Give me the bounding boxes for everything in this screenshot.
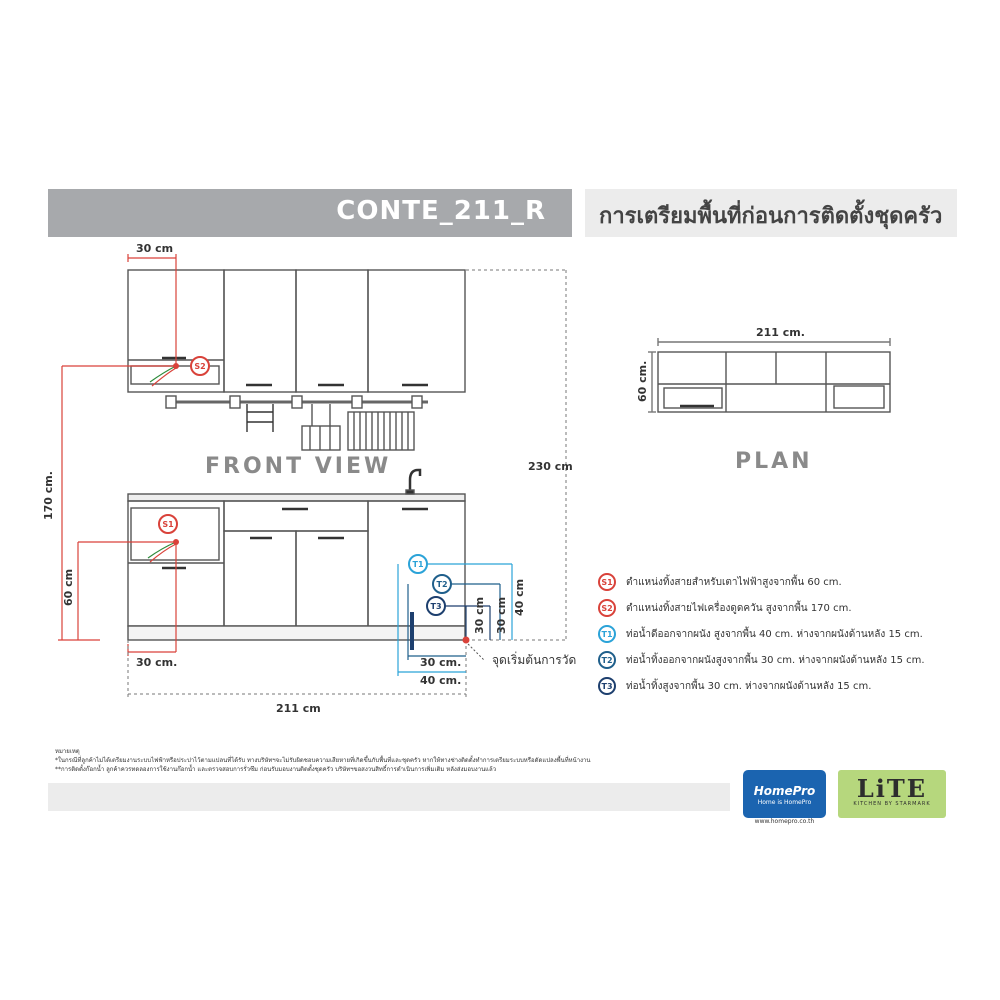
t-dim-30-h: 30 cm [473, 597, 486, 634]
upper-door-1 [223, 269, 297, 393]
overall-dimensions [127, 269, 567, 700]
dim-height-170: 170 cm. [42, 471, 55, 520]
start-point-label: จุดเริ่มต้นการวัด [492, 651, 576, 668]
plan-view [648, 338, 891, 413]
t-dim-40-h: 40 cm [513, 579, 526, 616]
plumbing-dimensions [397, 563, 513, 676]
svg-text:S2: S2 [194, 362, 205, 371]
s2-marker: S2 [190, 356, 210, 376]
plan-hob [663, 387, 723, 409]
homepro-name: HomePro [753, 784, 816, 798]
measure-start-point [462, 636, 470, 644]
legend-badge-t2: T2 [598, 651, 616, 669]
legend-s1: S1 ตำแหน่งทิ้งสายสำหรับเตาไฟฟ้าสูงจากพื้… [598, 571, 968, 593]
notes-line-2: **การติดตั้งก๊อกน้ำ ลูกค้าควรทดลองการใช้… [55, 766, 497, 773]
built-in-oven [130, 507, 220, 561]
t-dim-40-w: 40 cm. [420, 674, 461, 687]
utensil-rack [246, 404, 274, 432]
t1-marker: T1 [408, 554, 428, 574]
footer-bar [48, 783, 730, 811]
model-name: CONTE_211_R [336, 196, 546, 226]
countertop [127, 493, 466, 502]
svg-text:T1: T1 [412, 560, 423, 569]
legend-badge-t3: T3 [598, 677, 616, 695]
legend-badge-t1: T1 [598, 625, 616, 643]
legend-text-t1: ท่อน้ำดีออกจากผนัง สูงจากพื้น 40 cm. ห่า… [626, 628, 923, 640]
svg-text:T2: T2 [436, 580, 447, 589]
lower-drawer [223, 500, 369, 532]
upper-door-2 [295, 269, 369, 393]
plan-dim-width: 211 cm. [756, 326, 805, 339]
plan-sink [833, 385, 885, 409]
red-dimensions [58, 254, 177, 656]
legend-s2: S2 ตำแหน่งทิ้งสายไฟเครื่องดูดควัน สูงจาก… [598, 597, 968, 619]
front-view-label: FRONT VIEW [205, 454, 391, 479]
dim-total-width: 211 cm [276, 702, 321, 715]
t2-marker: T2 [432, 574, 452, 594]
plan-outline [657, 351, 891, 413]
lite-tagline: KITCHEN BY STARMARK [853, 801, 931, 807]
plan-label: PLAN [735, 449, 813, 474]
s1-marker: S1 [158, 514, 178, 534]
t-dim-30-h-2: 30 cm [495, 597, 508, 634]
legend-text-t3: ท่อน้ำทิ้งสูงจากพื้น 30 cm. ห่างจากผนังด… [626, 680, 872, 692]
dim-bottom-width: 30 cm. [136, 656, 177, 669]
legend-t3: T3 ท่อน้ำทิ้งสูงจากพื้น 30 cm. ห่างจากผน… [598, 675, 968, 697]
dim-top-width: 30 cm [136, 242, 173, 255]
legend-badge-s1: S1 [598, 573, 616, 591]
faucet [408, 468, 422, 494]
plinth [127, 625, 466, 641]
dim-total-height: 230 cm [528, 460, 573, 473]
legend-text-t2: ท่อน้ำทิ้งออกจากผนังสูงจากพื้น 30 cm. ห่… [626, 654, 925, 666]
upper-door-3 [367, 269, 466, 393]
homepro-url: www.homepro.co.th [754, 818, 815, 825]
legend-t2: T2 ท่อน้ำทิ้งออกจากผนังสูงจากพื้น 30 cm.… [598, 649, 968, 671]
kitchen-drawing: S2 S1 30 cm 170 cm. 60 cm 30 cm. 230 cm … [42, 242, 891, 715]
notes: หมายเหตุ *ในกรณีที่ลูกค้าไม่ได้เตรียมงาน… [55, 747, 755, 774]
svg-text:T3: T3 [430, 602, 441, 611]
svg-text:S1: S1 [162, 520, 174, 529]
model-header: CONTE_211_R [48, 189, 572, 237]
dim-height-60: 60 cm [62, 569, 75, 606]
legend-t1: T1 ท่อน้ำดีออกจากผนัง สูงจากพื้น 40 cm. … [598, 623, 968, 645]
notes-title: หมายเหตุ [55, 748, 80, 755]
lite-logo: LiTE KITCHEN BY STARMARK [838, 770, 946, 818]
homepro-logo: HomePro Home is HomePro [743, 770, 826, 818]
lite-name: LiTE [856, 774, 928, 803]
legend-badge-s2: S2 [598, 599, 616, 617]
t-dim-30-w: 30 cm. [420, 656, 461, 669]
lower-door-1 [223, 530, 297, 627]
cup-basket [301, 404, 341, 451]
title-header: การเตรียมพื้นที่ก่อนการติดตั้งชุดครัว [585, 189, 957, 237]
legend-text-s2: ตำแหน่งทิ้งสายไฟเครื่องดูดควัน สูงจากพื้… [626, 602, 852, 614]
notes-line-1: *ในกรณีที่ลูกค้าไม่ได้เตรียมงานระบบไฟฟ้า… [55, 757, 591, 764]
legend-text-s1: ตำแหน่งทิ้งสายสำหรับเตาไฟฟ้าสูงจากพื้น 6… [626, 576, 842, 588]
plan-dim-depth: 60 cm. [636, 361, 649, 402]
page-title: การเตรียมพื้นที่ก่อนการติดตั้งชุดครัว [599, 204, 943, 229]
homepro-tagline: Home is HomePro [757, 799, 812, 806]
t3-marker: T3 [426, 596, 446, 616]
dish-rack [347, 411, 415, 451]
lower-door-2 [295, 530, 369, 627]
